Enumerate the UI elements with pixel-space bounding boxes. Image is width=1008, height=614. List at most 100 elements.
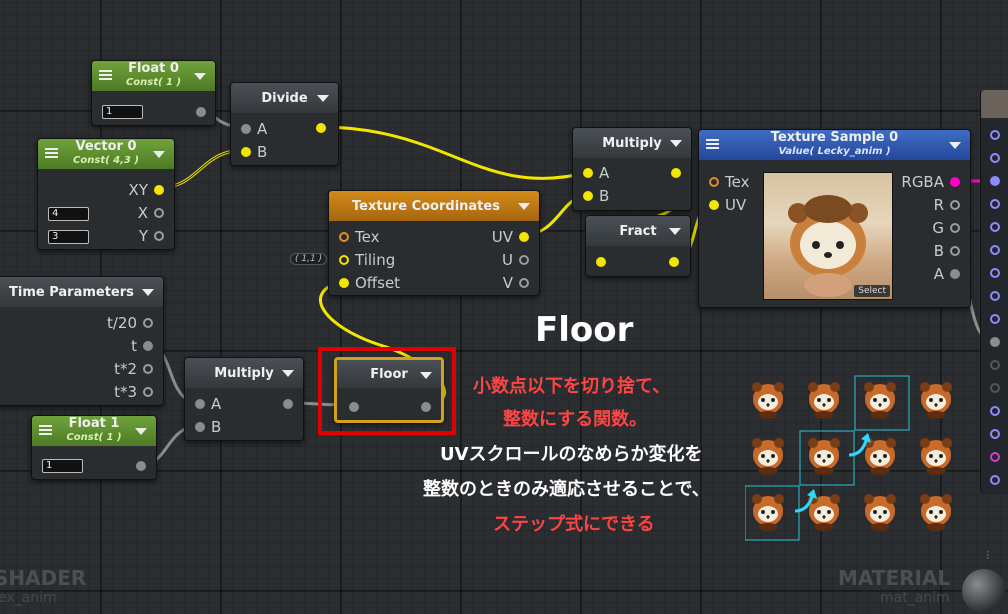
output-pin[interactable] xyxy=(950,177,960,187)
input-pin[interactable] xyxy=(990,176,1000,186)
output-pin[interactable] xyxy=(950,269,960,279)
b-output[interactable]: B xyxy=(934,242,960,260)
input-pin[interactable] xyxy=(339,278,349,288)
input-pin[interactable] xyxy=(990,153,1000,163)
multiply-top-node[interactable]: Multiply A B xyxy=(572,127,692,211)
t3-output[interactable]: t*3 xyxy=(114,383,153,401)
input-pin[interactable] xyxy=(990,452,1000,462)
divide-header[interactable]: Divide xyxy=(231,83,338,113)
input-pin[interactable] xyxy=(990,337,1000,347)
output-pin[interactable] xyxy=(316,123,326,133)
input-pin[interactable] xyxy=(349,402,359,412)
t2-output[interactable]: t*2 xyxy=(114,360,153,378)
vector0-node[interactable]: Vector 0 Const( 4,3 ) XY 4 X 3 Y xyxy=(37,138,175,250)
t-output[interactable]: t xyxy=(131,337,153,355)
input-pin[interactable] xyxy=(990,475,1000,485)
chevron-down-icon[interactable] xyxy=(317,95,329,102)
chevron-down-icon[interactable] xyxy=(669,228,681,235)
input-pin[interactable] xyxy=(990,383,1000,393)
chevron-down-icon[interactable] xyxy=(949,142,961,149)
float1-header[interactable]: Float 1 Const( 1 ) xyxy=(32,416,156,446)
input-pin[interactable] xyxy=(990,199,1000,209)
output-pin[interactable] xyxy=(196,107,206,117)
fract-header[interactable]: Fract xyxy=(586,216,690,246)
t20-output[interactable]: t/20 xyxy=(107,314,153,332)
chevron-down-icon[interactable] xyxy=(670,140,682,147)
input-pin[interactable] xyxy=(339,255,349,265)
output-pin[interactable] xyxy=(671,168,681,178)
a-input[interactable]: A xyxy=(583,164,609,182)
resize-dots-icon[interactable]: ⁝ xyxy=(986,548,990,562)
output-pin[interactable] xyxy=(154,231,164,241)
chevron-down-icon[interactable] xyxy=(153,151,165,158)
output-pin[interactable] xyxy=(143,318,153,328)
chevron-down-icon[interactable] xyxy=(282,370,294,377)
fract-node[interactable]: Fract xyxy=(585,215,691,277)
input-pin[interactable] xyxy=(241,124,251,134)
output-pin[interactable] xyxy=(519,278,529,288)
menu-icon[interactable] xyxy=(706,139,719,150)
input-pin[interactable] xyxy=(709,200,719,210)
output-pin[interactable] xyxy=(669,257,679,267)
input-pin[interactable] xyxy=(339,232,349,242)
chevron-down-icon[interactable] xyxy=(420,372,432,379)
menu-icon[interactable] xyxy=(45,148,58,159)
multiply-bottom-header[interactable]: Multiply xyxy=(185,358,303,388)
float0-node[interactable]: Float 0 Const( 1 ) 1 xyxy=(91,60,216,126)
float1-value-field[interactable]: 1 xyxy=(42,459,83,473)
output-pin[interactable] xyxy=(950,223,960,233)
chevron-down-icon[interactable] xyxy=(142,289,154,296)
r-output[interactable]: R xyxy=(934,196,960,214)
float0-value-field[interactable]: 1 xyxy=(102,105,143,119)
output-pin[interactable] xyxy=(283,399,293,409)
input-pin[interactable] xyxy=(596,257,606,267)
menu-icon[interactable] xyxy=(99,70,112,81)
input-pin[interactable] xyxy=(583,168,593,178)
texcoord-node[interactable]: Texture Coordinates Tex Tiling Offset UV… xyxy=(328,190,540,296)
material-preview-sphere[interactable] xyxy=(962,569,1006,613)
b-input[interactable]: B xyxy=(195,418,221,436)
y-output[interactable]: Y xyxy=(139,227,164,245)
g-output[interactable]: G xyxy=(932,219,960,237)
float1-node[interactable]: Float 1 Const( 1 ) 1 xyxy=(31,415,157,480)
x-output[interactable]: X xyxy=(138,204,164,222)
chevron-down-icon[interactable] xyxy=(135,428,147,435)
xy-output[interactable]: XY xyxy=(129,181,164,199)
input-pin[interactable] xyxy=(990,291,1000,301)
input-pin[interactable] xyxy=(709,177,719,187)
output-pin[interactable] xyxy=(143,387,153,397)
uv-input[interactable]: UV xyxy=(709,196,746,214)
uv-output[interactable]: UV xyxy=(492,228,529,246)
a-output[interactable]: A xyxy=(934,265,960,283)
input-pin[interactable] xyxy=(990,314,1000,324)
output-pin[interactable] xyxy=(421,402,431,412)
input-pin[interactable] xyxy=(990,268,1000,278)
input-pin[interactable] xyxy=(195,399,205,409)
texture-sample-node[interactable]: Texture Sample 0 Value( Lecky_anim ) Tex… xyxy=(698,129,971,308)
time-parameters-header[interactable]: Time Parameters xyxy=(0,277,163,307)
b-input[interactable]: B xyxy=(583,187,609,205)
texcoord-header[interactable]: Texture Coordinates xyxy=(329,191,539,221)
output-pin[interactable] xyxy=(136,461,146,471)
output-pin[interactable] xyxy=(154,208,164,218)
input-pin[interactable] xyxy=(195,422,205,432)
chevron-down-icon[interactable] xyxy=(194,73,206,80)
a-input[interactable]: A xyxy=(241,120,267,138)
floor-node[interactable]: Floor xyxy=(334,357,444,423)
input-pin[interactable] xyxy=(990,360,1000,370)
input-pin[interactable] xyxy=(990,222,1000,232)
b-input[interactable]: B xyxy=(241,143,267,161)
time-parameters-node[interactable]: Time Parameters t/20 t t*2 t*3 xyxy=(0,276,164,406)
output-pin[interactable] xyxy=(143,364,153,374)
float0-header[interactable]: Float 0 Const( 1 ) xyxy=(92,61,215,91)
tiling-input[interactable]: Tiling xyxy=(339,251,395,269)
tex-input[interactable]: Tex xyxy=(709,173,749,191)
input-pin[interactable] xyxy=(990,406,1000,416)
divide-node[interactable]: Divide A B xyxy=(230,82,339,166)
output-pin[interactable] xyxy=(950,200,960,210)
rgba-output[interactable]: RGBA xyxy=(901,173,960,191)
input-pin[interactable] xyxy=(241,147,251,157)
input-pin[interactable] xyxy=(990,130,1000,140)
output-pin[interactable] xyxy=(519,232,529,242)
multiply-top-header[interactable]: Multiply xyxy=(573,128,691,158)
